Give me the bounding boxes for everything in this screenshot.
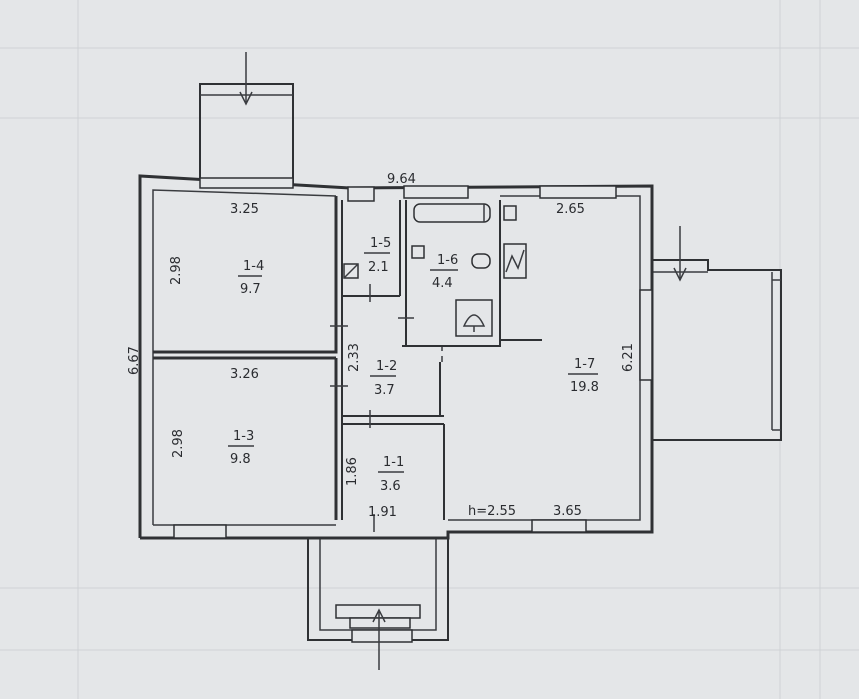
door-ticks	[330, 284, 414, 532]
room-1-5-id: 1-5	[370, 236, 391, 251]
room-1-6-area: 4.4	[432, 276, 453, 291]
room-1-1-area: 3.6	[380, 479, 401, 494]
room-1-1-depth: 1.86	[345, 457, 360, 486]
toilet	[455, 299, 493, 337]
room-1-7-depth: 6.21	[621, 343, 636, 372]
room-1-1-id: 1-1	[383, 455, 404, 470]
room-1-2-id: 1-2	[376, 359, 397, 374]
overall-dimensions: 9.64 6.67 h=2.55	[127, 172, 516, 519]
room-1-4-id: 1-4	[243, 259, 264, 274]
room-1-4-width: 3.25	[230, 202, 259, 217]
room-1-4-area: 9.7	[240, 282, 261, 297]
room-1-6: 1-6 4.4	[430, 253, 458, 291]
room-1-3: 3.26 2.98 1-3 9.8	[171, 367, 259, 467]
bathtub	[413, 203, 491, 223]
ceiling-height: h=2.55	[468, 504, 516, 519]
meter-box	[343, 263, 359, 279]
room-1-5: 1-5 2.1	[364, 236, 391, 275]
room-1-3-id: 1-3	[233, 429, 254, 444]
room-1-7-area: 19.8	[570, 380, 599, 395]
room-1-7: 2.65 6.21 1-7 19.8 3.65	[553, 202, 636, 519]
room-1-7-width: 2.65	[556, 202, 585, 217]
windows	[173, 177, 653, 539]
room-1-6-id: 1-6	[437, 253, 458, 268]
washbasin-fixture	[411, 245, 425, 259]
room-1-4-depth: 2.98	[169, 256, 184, 285]
room-1-2-area: 3.7	[374, 383, 395, 398]
boiler	[503, 205, 517, 221]
bottom-porch	[307, 538, 449, 643]
entrance-arrow-top	[239, 52, 253, 106]
room-1-5-area: 2.1	[368, 260, 389, 275]
room-1-2-depth: 2.33	[347, 343, 362, 372]
room-1-7-width-bottom: 3.65	[553, 504, 582, 519]
room-1-1-width: 1.91	[368, 505, 397, 520]
stove	[503, 243, 527, 279]
right-veranda	[652, 259, 782, 441]
room-1-3-area: 9.8	[230, 452, 251, 467]
entrance-arrow-right	[673, 226, 687, 282]
room-1-2: 2.33 1-2 3.7	[347, 343, 397, 398]
sink	[471, 253, 491, 269]
overall-depth: 6.67	[127, 346, 142, 375]
overall-width: 9.64	[387, 172, 416, 187]
entrance-arrow-bottom	[372, 608, 386, 670]
room-1-1: 1.86 1-1 3.6 1.91	[345, 455, 404, 520]
room-1-3-depth: 2.98	[171, 429, 186, 458]
room-1-4: 3.25 2.98 1-4 9.7	[169, 202, 264, 297]
room-1-7-id: 1-7	[574, 357, 595, 372]
room-1-3-width: 3.26	[230, 367, 259, 382]
interior-walls	[153, 196, 542, 520]
